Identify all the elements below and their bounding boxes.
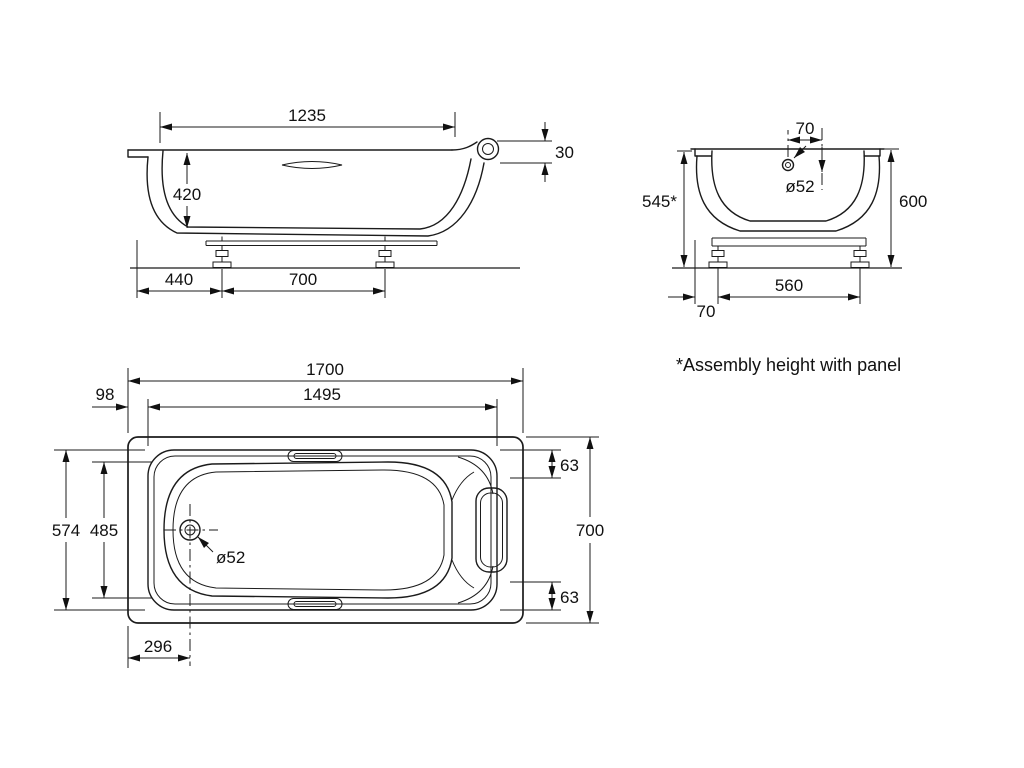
side-dim-30: 30 [555,143,574,162]
side-ext-lines-30 [497,140,552,164]
plan-drain-leader-arrow [197,536,214,553]
side-dim-440: 440 [165,270,193,289]
plan-backrest-curves [451,471,475,589]
plan-dim-1495: 1495 [303,385,341,404]
plan-grip-top [287,450,343,462]
foot-nut [378,250,392,257]
plan-deck-curves [457,456,494,604]
foot-pad [708,261,728,268]
plan-basin-outline [163,461,453,599]
end-drain-leader-arrow [793,145,807,159]
side-support-frame [205,236,438,246]
side-grip-contour [281,161,343,169]
plan-dim-98: 98 [96,385,115,404]
side-view: 1235 420 30 440 700 [127,106,574,298]
end-tub-outer-profile [695,155,881,232]
foot-pad [212,261,232,268]
foot-pad [850,261,870,268]
plan-inner-rim-2 [153,455,492,605]
end-tub-inner-profile [711,150,865,222]
foot-nut [711,250,725,257]
plan-grip-top-inner [293,453,337,459]
side-foot-left [212,246,232,268]
plan-ext-lines-1495 [147,399,498,446]
side-headrest-roll [476,137,500,161]
foot-nut [853,250,867,257]
plan-view: ø52 1700 1495 98 63 63 700 574 485 [52,360,604,668]
side-dim-420: 420 [173,185,201,204]
side-headrest-roll-inner [482,143,494,155]
side-tub-outer-profile [146,156,485,237]
plan-dim-700: 700 [576,521,604,540]
end-dim-70-bottom: 70 [697,302,716,321]
end-drain-circle [781,158,795,172]
end-foot-right [850,246,870,268]
end-tub-rim-lips [694,148,881,157]
plan-dim-63-top: 63 [560,456,579,475]
plan-dim-63-bottom: 63 [560,588,579,607]
foot-pad [375,261,395,268]
plan-dim-485: 485 [90,521,118,540]
plan-headrest-inner [480,492,503,568]
end-dim-70-top: 70 [796,119,815,138]
plan-drain-label: ø52 [216,548,245,567]
side-ext-lines-bottom [136,240,386,298]
plan-grip-bottom-inner [293,601,337,607]
side-foot-right [375,246,395,268]
side-dim-1235: 1235 [288,106,326,125]
side-headrest-connector [451,141,478,151]
end-foot-left [708,246,728,268]
plan-outer-rim [127,436,524,624]
end-dim-600: 600 [899,192,927,211]
plan-dim-574: 574 [52,521,80,540]
plan-basin-inner-outline [172,469,445,591]
end-view: 70 ø52 545* 600 70 560 [642,119,927,321]
side-dim-700: 700 [289,270,317,289]
end-dim-545: 545* [642,192,677,211]
foot-nut [215,250,229,257]
end-support-frame [711,237,867,247]
side-tub-left-lip [127,149,149,158]
end-dim-560: 560 [775,276,803,295]
end-drain-circle-inner [785,162,791,168]
end-drain-label: ø52 [785,177,814,196]
plan-grip-bottom [287,598,343,610]
plan-dim-296: 296 [144,637,172,656]
assembly-height-note: *Assembly height with panel [676,355,901,375]
plan-headrest [475,487,508,573]
plan-dim-1700: 1700 [306,360,344,379]
side-tub-inner-profile [161,150,472,230]
